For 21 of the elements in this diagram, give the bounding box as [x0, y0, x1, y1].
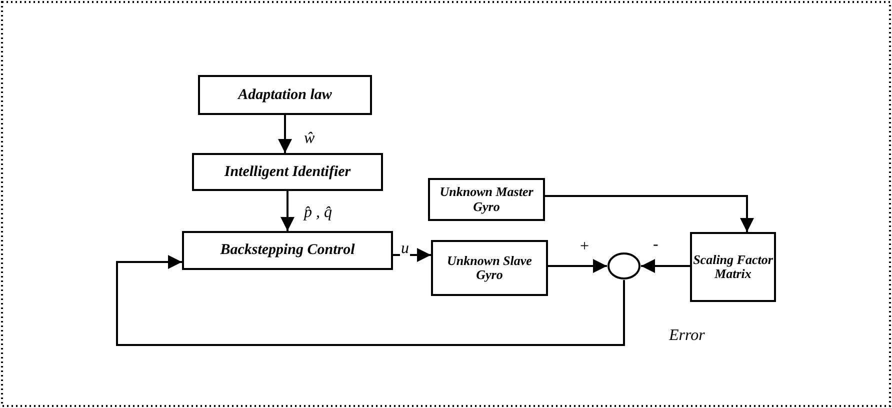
edge-label: p̂ , q̂ — [303, 204, 333, 222]
block-label: Unknown Master Gyro — [438, 185, 534, 214]
arrow — [641, 259, 690, 273]
block-box — [690, 232, 776, 302]
block-label: Unknown Slave Gyro — [446, 254, 533, 282]
arrow — [278, 115, 292, 153]
summing-junction — [607, 252, 641, 280]
block-box — [198, 75, 372, 115]
block-label: Adaptation law — [238, 86, 332, 104]
arrow — [116, 255, 625, 346]
block-label: Scaling Factor Matrix — [692, 252, 774, 282]
arrow — [393, 248, 431, 262]
block-box — [431, 240, 548, 296]
block-box — [428, 178, 545, 221]
block-box — [192, 153, 383, 191]
arrow — [545, 195, 754, 232]
block-box — [182, 231, 393, 270]
block-label: Backstepping Control — [220, 242, 355, 259]
block-label: Intelligent Identifier — [224, 164, 351, 180]
arrow — [548, 259, 607, 273]
arrow — [280, 191, 294, 231]
